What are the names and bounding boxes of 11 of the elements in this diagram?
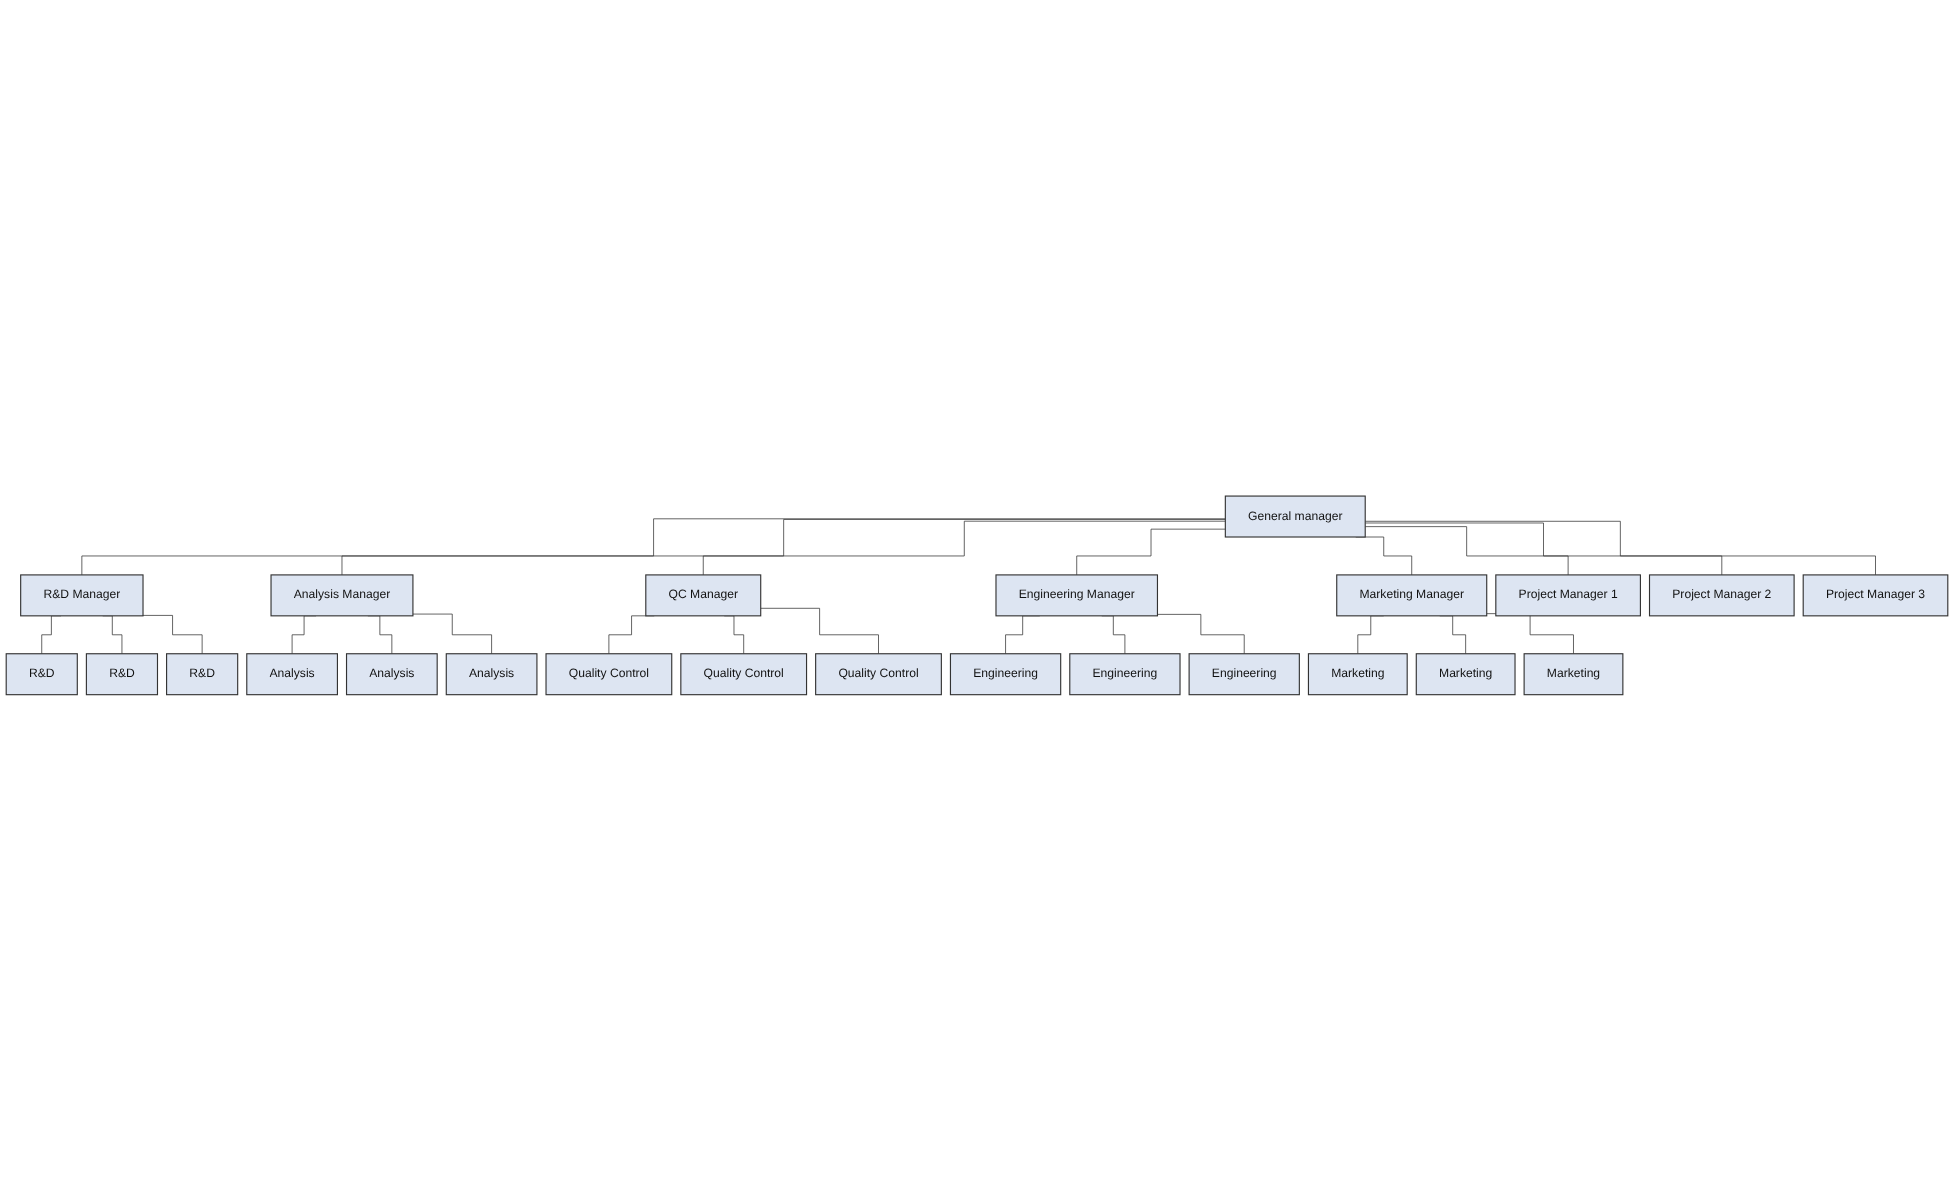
connector <box>760 608 879 655</box>
connector <box>1364 526 1569 576</box>
connector <box>1364 521 1876 576</box>
connector <box>1076 529 1226 576</box>
connector <box>412 614 492 655</box>
connector <box>341 519 1226 576</box>
connector <box>1157 614 1245 655</box>
connector <box>142 615 203 655</box>
connector <box>702 521 1226 576</box>
connector <box>81 519 1226 576</box>
connector <box>1364 523 1723 576</box>
